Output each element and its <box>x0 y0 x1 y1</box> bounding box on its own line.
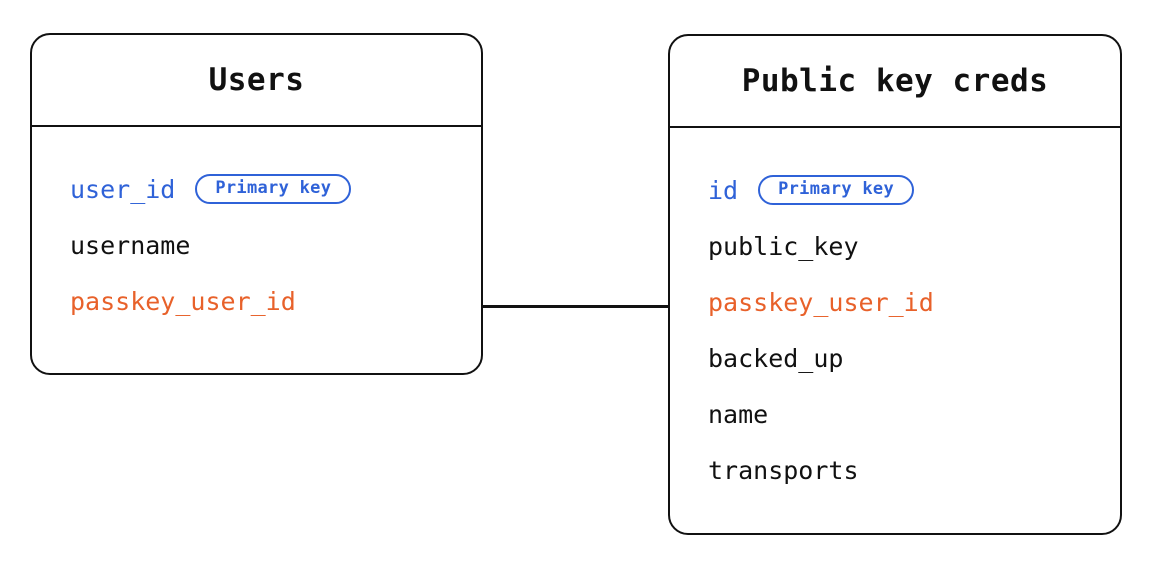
entity-users[interactable]: Users user_id Primary key username passk… <box>30 33 483 375</box>
entity-users-header: Users <box>32 35 481 127</box>
field-row[interactable]: user_id Primary key <box>70 161 481 217</box>
field-row[interactable]: username <box>70 217 481 273</box>
field-name-username: username <box>70 230 191 260</box>
field-name-backed-up: backed_up <box>708 343 844 373</box>
primary-key-badge: Primary key <box>195 174 352 204</box>
field-row[interactable]: id Primary key <box>708 162 1120 218</box>
entity-public-key-creds-field-list: id Primary key public_key passkey_user_i… <box>670 128 1120 498</box>
relationship-connector-users-to-public-key-creds <box>481 305 670 308</box>
field-row[interactable]: public_key <box>708 218 1120 274</box>
field-row[interactable]: transports <box>708 442 1120 498</box>
primary-key-badge-label: Primary key <box>215 178 332 198</box>
entity-users-title: Users <box>208 62 305 98</box>
entity-public-key-creds[interactable]: Public key creds id Primary key public_k… <box>668 34 1122 535</box>
field-name-passkey-user-id: passkey_user_id <box>70 286 296 316</box>
field-name-passkey-user-id: passkey_user_id <box>708 287 934 317</box>
field-row[interactable]: passkey_user_id <box>70 273 481 329</box>
field-name-id: id <box>708 175 739 205</box>
entity-public-key-creds-title: Public key creds <box>741 63 1049 99</box>
entity-public-key-creds-header: Public key creds <box>670 36 1120 128</box>
field-row[interactable]: passkey_user_id <box>708 274 1120 330</box>
field-name-name: name <box>708 399 769 429</box>
field-name-transports: transports <box>708 455 859 485</box>
field-name-user-id: user_id <box>70 174 176 204</box>
field-row[interactable]: name <box>708 386 1120 442</box>
field-row[interactable]: backed_up <box>708 330 1120 386</box>
field-name-public-key: public_key <box>708 231 859 261</box>
primary-key-badge-label: Primary key <box>778 179 894 199</box>
primary-key-badge: Primary key <box>758 175 914 205</box>
entity-users-field-list: user_id Primary key username passkey_use… <box>32 127 481 329</box>
